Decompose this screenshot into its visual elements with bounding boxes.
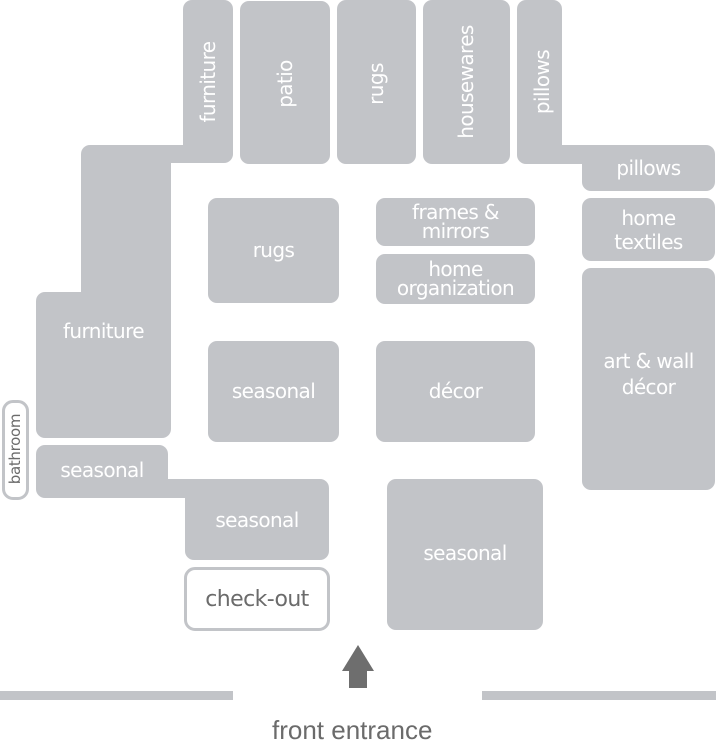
dept-rugs-center-label: rugs [252, 238, 295, 262]
check-out-label: check-out [205, 586, 309, 612]
dept-seasonal-lower[interactable] [185, 479, 329, 560]
dept-pillows-right[interactable] [582, 145, 715, 191]
dept-pillows-top[interactable] [517, 0, 562, 164]
dept-home-organization[interactable] [376, 254, 535, 304]
dept-seasonal-center[interactable] [208, 341, 339, 442]
dept-furniture-top-joint [160, 145, 233, 163]
dept-rugs-top[interactable] [337, 0, 416, 164]
dept-furniture-top[interactable] [183, 0, 233, 162]
front-entrance-label: front entrance [272, 715, 433, 745]
front-wall-left [0, 691, 233, 700]
dept-pillows-right-label: pillows [616, 155, 681, 180]
entrance-arrow-icon [342, 645, 374, 671]
dept-seasonal-bottom[interactable] [387, 479, 543, 630]
dept-furniture-top-label: furniture [196, 41, 220, 123]
dept-home-organization-label: home organization [396, 257, 515, 300]
dept-housewares[interactable] [423, 0, 510, 164]
dept-housewares-label: housewares [454, 25, 478, 139]
dept-art-wall-decor[interactable] [582, 268, 715, 490]
dept-decor-label: décor [428, 379, 483, 403]
dept-frames-mirrors[interactable] [376, 198, 535, 246]
dept-rugs-top-label: rugs [364, 63, 388, 105]
dept-frames-mirrors-label: frames & mirrors [412, 200, 499, 243]
dept-art-wall-decor-label: art & wall décor [603, 349, 694, 399]
dept-patio[interactable] [240, 1, 330, 164]
front-wall-right [482, 691, 716, 700]
dept-home-textiles-label: home textiles [614, 205, 683, 254]
entrance-arrow-stem [349, 670, 367, 688]
dept-furniture-left[interactable] [36, 292, 171, 438]
dept-home-textiles[interactable] [582, 198, 715, 261]
check-out[interactable] [184, 567, 330, 631]
dept-furniture-left-label: furniture [62, 318, 145, 343]
dept-rugs-center[interactable] [208, 198, 339, 303]
bathroom-label: bathroom [6, 413, 24, 485]
dept-seasonal-left[interactable] [36, 445, 168, 498]
dept-seasonal-lower-label: seasonal [215, 507, 299, 532]
dept-seasonal-left-label: seasonal [60, 457, 144, 482]
bathroom[interactable] [2, 400, 29, 500]
dept-decor[interactable] [376, 341, 535, 442]
dept-seasonal-center-label: seasonal [231, 379, 316, 403]
dept-pillows-top-label: pillows [530, 49, 554, 115]
dept-seasonal-bottom-label: seasonal [423, 540, 507, 565]
dept-patio-label: patio [273, 60, 297, 108]
